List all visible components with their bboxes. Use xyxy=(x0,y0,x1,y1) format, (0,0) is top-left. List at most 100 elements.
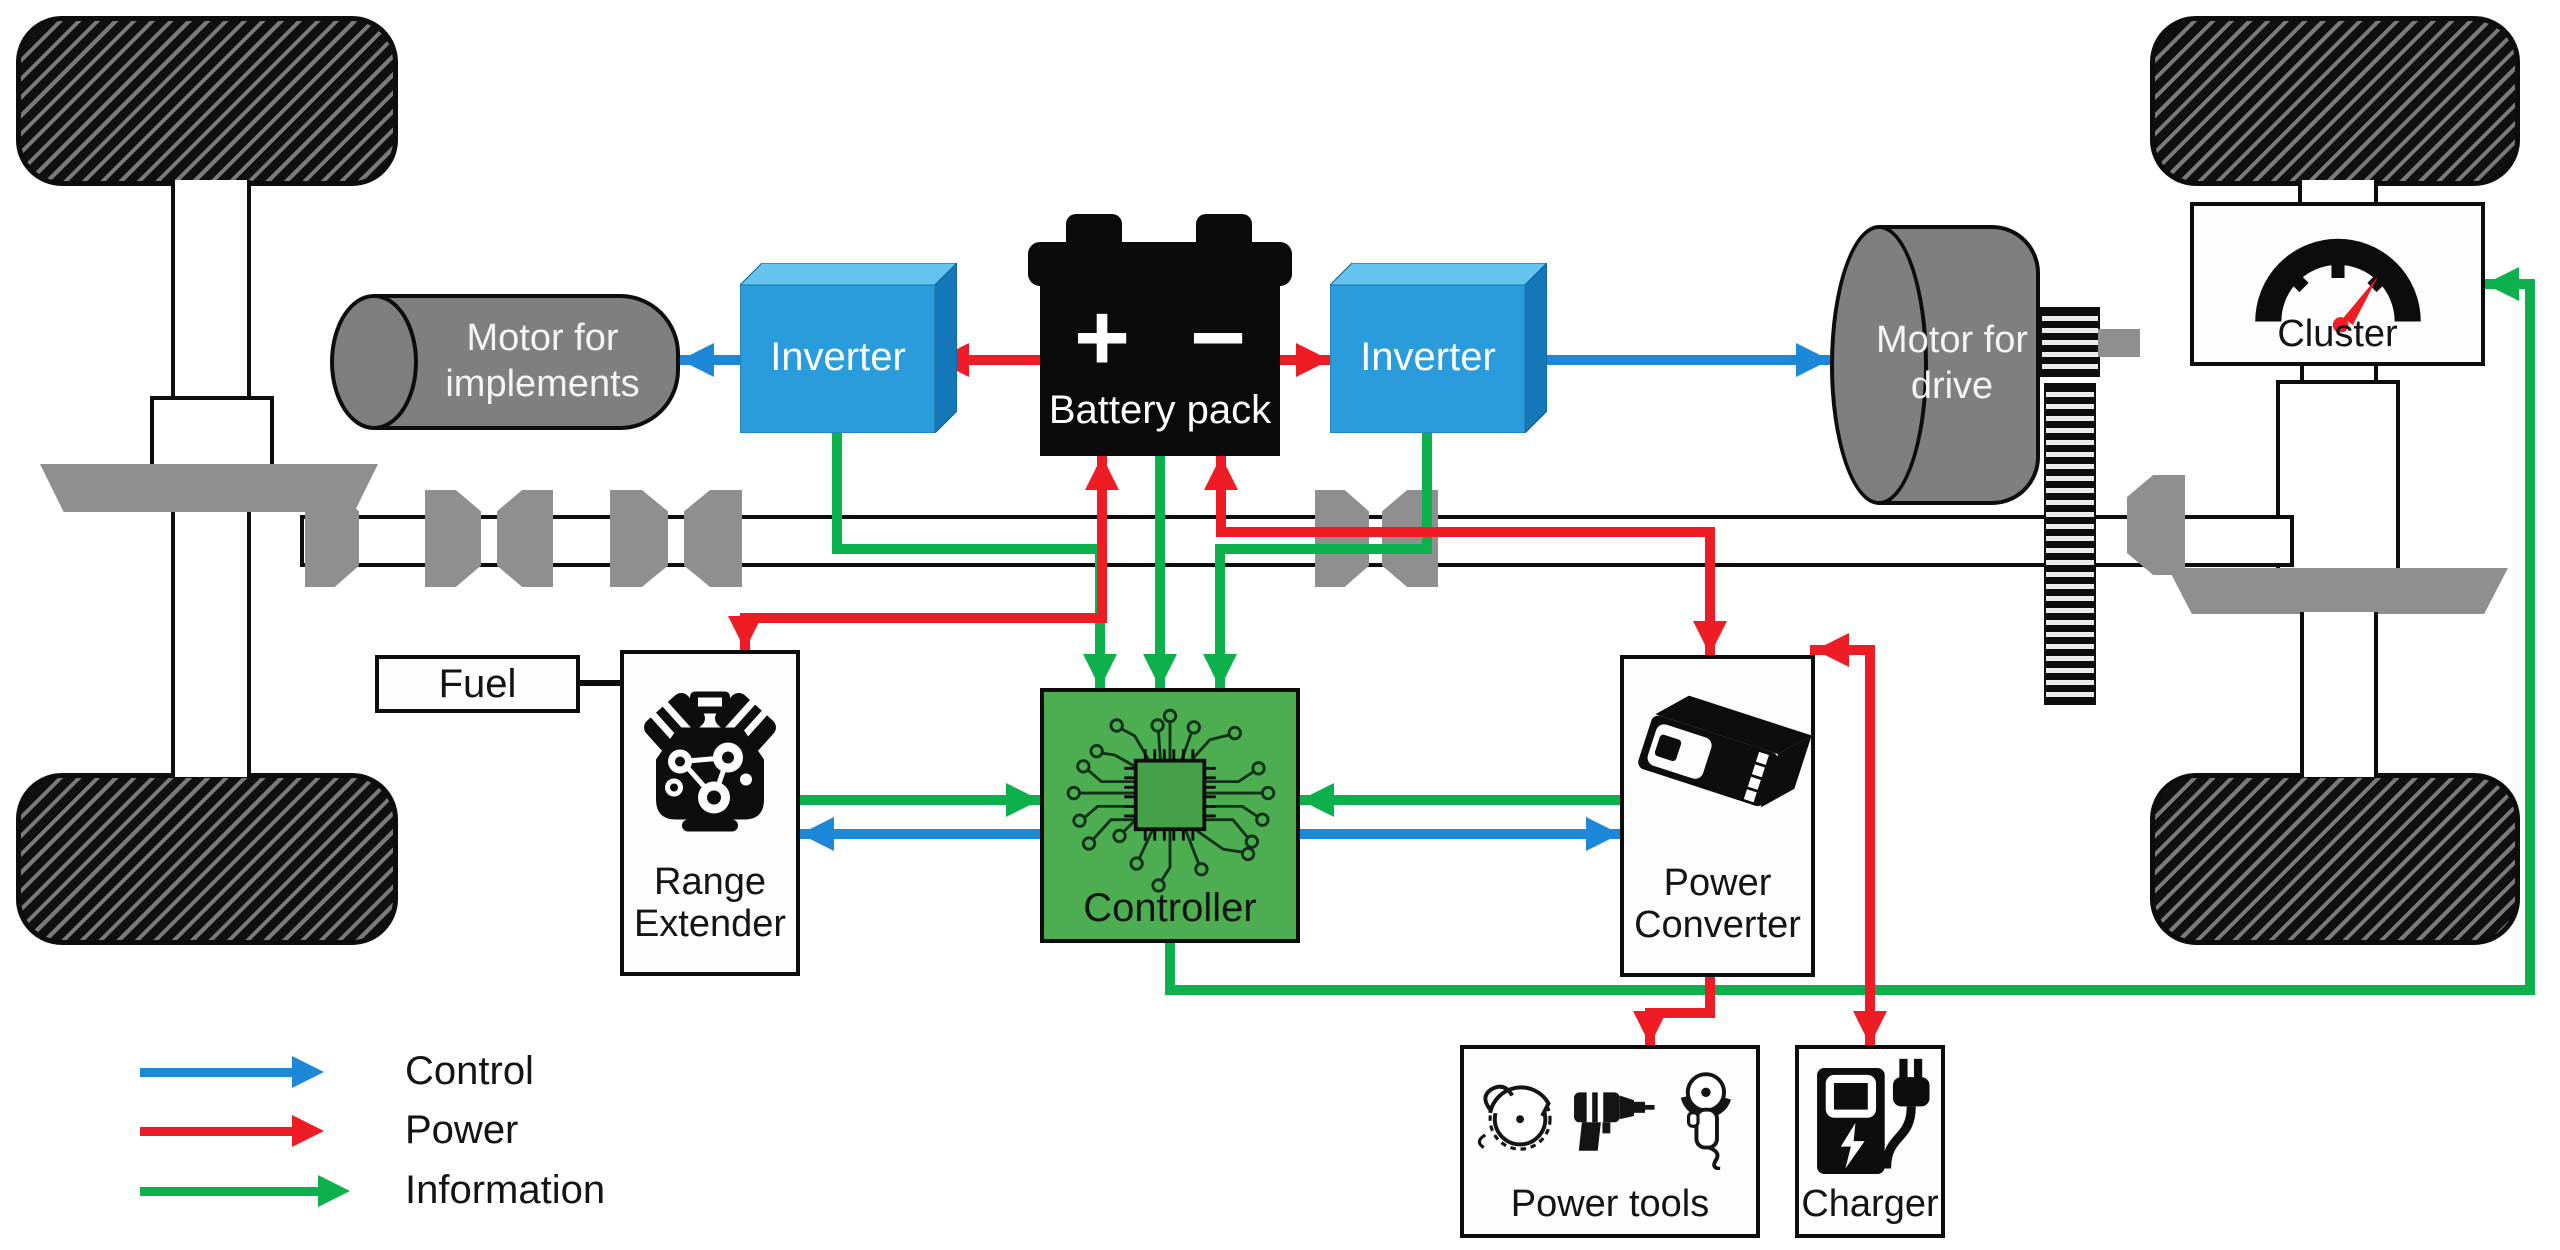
wire-battery-to-left-inverter xyxy=(930,355,1045,365)
power-tools-label: Power tools xyxy=(1510,1183,1710,1226)
inverter-right-label: Inverter xyxy=(1360,335,1496,379)
power-converter-label: Power Converter xyxy=(1634,861,1801,947)
arrowhead-range-extender-battery-power xyxy=(1085,456,1119,490)
wire-range-extender-battery-power xyxy=(1097,451,1107,623)
legend-information-label: Information xyxy=(405,1168,606,1212)
left-axle-upper xyxy=(171,180,251,396)
wire-battery-power-converter-power xyxy=(1216,527,1715,537)
legend-power-line xyxy=(140,1127,292,1136)
fuel-box: Fuel xyxy=(375,655,580,713)
wire-power-converter-to-controller xyxy=(1295,795,1625,805)
wire-battery-power-converter-power xyxy=(1705,527,1715,660)
right-axle-stub-top xyxy=(2298,180,2378,204)
battery-plus-sign: + xyxy=(1074,284,1131,391)
right-cross-beam xyxy=(2168,568,2508,614)
right-axle-lower xyxy=(2300,612,2378,777)
drill-icon xyxy=(1573,1090,1655,1151)
legend-control-line xyxy=(140,1068,292,1077)
wire-charger-to-power-converter xyxy=(1865,645,1875,1050)
wire-controller-to-cluster xyxy=(1165,985,2535,995)
right-axle-stub-mid xyxy=(2300,366,2378,382)
arrowhead-right-inverter-to-controller xyxy=(1203,654,1237,688)
shaft-coupling xyxy=(425,490,481,587)
inverter-left-label: Inverter xyxy=(770,335,906,379)
arrowhead-battery-to-right-inverter xyxy=(1296,343,1330,377)
legend-information-arrowhead xyxy=(318,1175,350,1207)
wire-power-converter-to-power-tools xyxy=(1645,1008,1715,1018)
inverter-right-box xyxy=(1330,263,1547,433)
arrowhead-charger-to-power-converter xyxy=(1853,1011,1887,1045)
motor-implements-label: Motor for implements xyxy=(445,317,640,405)
wire-controller-to-power-converter xyxy=(1295,829,1625,839)
charger-box: Charger xyxy=(1795,1045,1945,1238)
left-axle-lower xyxy=(171,512,251,777)
power-converter-box: Power Converter xyxy=(1620,655,1815,977)
gauge-icon xyxy=(2255,238,2421,332)
shaft-coupling xyxy=(497,490,553,587)
motor-implements-body xyxy=(373,294,680,430)
battery-top-bar xyxy=(1028,242,1292,286)
wire-right-inverter-to-controller xyxy=(1422,428,1432,554)
wire-battery-to-controller xyxy=(1155,451,1165,693)
wire-right-inverter-to-motor-drive xyxy=(1520,355,1835,365)
shaft-coupling xyxy=(684,490,742,587)
right-axle-column xyxy=(2276,380,2400,578)
range-extender-label: Range Extender xyxy=(633,860,787,946)
motor-implements-cap xyxy=(330,294,418,430)
arrowhead-power-converter-to-power-tools xyxy=(1633,1011,1667,1045)
controller-box: Controller xyxy=(1040,688,1300,943)
inverter-left-box xyxy=(740,263,957,433)
arrowhead-power-converter-to-controller xyxy=(1300,783,1334,817)
gearbox-small-gear xyxy=(2040,307,2100,377)
wire-left-inverter-to-controller xyxy=(832,544,1105,554)
shaft-coupling xyxy=(610,490,668,587)
legend-information-line xyxy=(140,1187,318,1196)
wire-right-inverter-to-controller xyxy=(1215,544,1225,693)
wire-controller-to-range-extender xyxy=(795,829,1045,839)
arrowhead-controller-to-range-extender xyxy=(800,817,834,851)
battery-label: Battery pack xyxy=(1048,388,1272,432)
circuit-board-icon xyxy=(1066,708,1276,893)
gearbox-large-gear xyxy=(2044,383,2096,705)
arrowhead-left-inverter-to-controller xyxy=(1083,654,1117,688)
shaft-coupling xyxy=(305,490,359,587)
circular-saw-icon xyxy=(1477,1084,1552,1151)
legend-control-label: Control xyxy=(405,1049,534,1093)
wheel-icon-rear-right xyxy=(2150,773,2520,945)
legend-control-arrowhead xyxy=(292,1056,324,1088)
battery-icon: + − Battery pack xyxy=(1040,284,1280,456)
wire-power-converter-to-power-tools xyxy=(1705,972,1715,1018)
cluster-box: Cluster xyxy=(2190,202,2485,366)
wire-range-extender-to-controller xyxy=(795,795,1045,805)
wire-controller-to-cluster xyxy=(1165,938,1175,995)
arrowhead-right-inverter-to-motor-drive xyxy=(1796,343,1830,377)
shaft-coupling xyxy=(2127,475,2185,575)
motor-drive-cap xyxy=(1830,225,1928,505)
arrowhead-charger-to-power-converter xyxy=(1815,633,1849,667)
arrowhead-battery-to-controller xyxy=(1143,654,1177,688)
cluster-label: Cluster xyxy=(2277,313,2398,356)
controller-label: Controller xyxy=(1083,886,1257,931)
wheel-icon-front-left xyxy=(16,16,398,186)
fuel-label: Fuel xyxy=(438,661,517,706)
range-extender-box: Range Extender xyxy=(620,650,800,976)
motor-drive-label: Motor for drive xyxy=(1875,319,2029,407)
battery-minus-sign: − xyxy=(1189,284,1246,391)
legend-power-label: Power xyxy=(405,1108,519,1152)
wire-battery-power-converter-power xyxy=(1216,451,1226,537)
engine-icon xyxy=(644,691,776,832)
power-tools-box: Power tools xyxy=(1460,1045,1760,1238)
wire-controller-to-cluster xyxy=(2525,279,2535,995)
charger-label: Charger xyxy=(1801,1183,1939,1226)
arrowhead-controller-to-cluster xyxy=(2485,267,2519,301)
wire-fuel-to-range-extender xyxy=(577,680,623,686)
legend-power-arrowhead xyxy=(292,1115,324,1147)
ev-charger-icon xyxy=(1817,1058,1930,1175)
arrowhead-range-extender-to-controller xyxy=(1006,783,1040,817)
arrowhead-battery-power-converter-power xyxy=(1693,621,1727,655)
wire-range-extender-battery-power xyxy=(740,613,1107,623)
arrowhead-controller-to-power-converter xyxy=(1586,817,1620,851)
wire-right-inverter-to-controller xyxy=(1215,544,1432,554)
